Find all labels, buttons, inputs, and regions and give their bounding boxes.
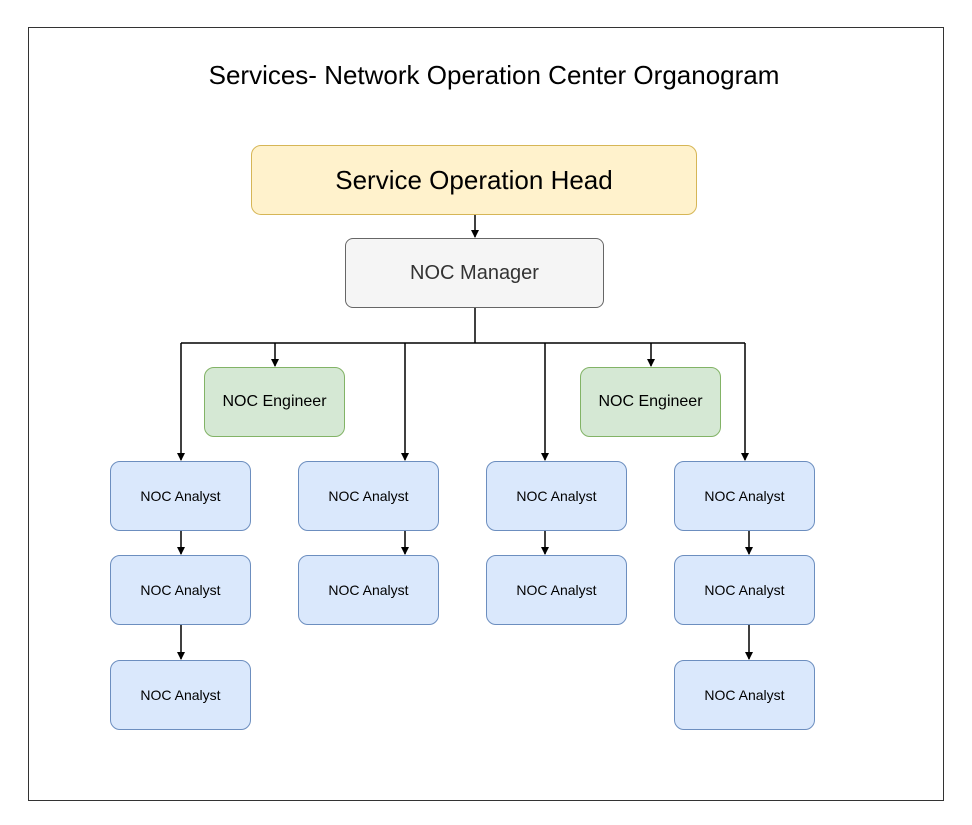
diagram-title: Services- Network Operation Center Organ… xyxy=(208,60,780,90)
noc-analyst-node: NOC Analyst xyxy=(486,555,627,625)
noc-analyst-node: NOC Analyst xyxy=(110,555,251,625)
noc-analyst-node: NOC Analyst xyxy=(674,555,815,625)
analyst-label: NOC Analyst xyxy=(704,687,785,703)
noc-analyst-node: NOC Analyst xyxy=(674,660,815,730)
noc-analyst-node: NOC Analyst xyxy=(486,461,627,531)
analyst-label: NOC Analyst xyxy=(328,488,409,504)
noc-analyst-node: NOC Analyst xyxy=(674,461,815,531)
noc-engineer-node-2: NOC Engineer xyxy=(580,367,721,437)
engineer-label: NOC Engineer xyxy=(222,393,327,410)
analyst-label: NOC Analyst xyxy=(140,687,221,703)
analyst-label: NOC Analyst xyxy=(140,488,221,504)
analyst-label: NOC Analyst xyxy=(704,582,785,598)
head-label: Service Operation Head xyxy=(335,164,613,195)
manager-label: NOC Manager xyxy=(410,261,539,284)
analyst-label: NOC Analyst xyxy=(516,488,597,504)
service-operation-head-node: Service Operation Head xyxy=(251,145,697,215)
noc-manager-node: NOC Manager xyxy=(345,238,604,308)
noc-engineer-node-1: NOC Engineer xyxy=(204,367,345,437)
engineer-label: NOC Engineer xyxy=(598,393,703,410)
analyst-label: NOC Analyst xyxy=(328,582,409,598)
noc-analyst-node: NOC Analyst xyxy=(110,461,251,531)
analyst-label: NOC Analyst xyxy=(704,488,785,504)
analyst-label: NOC Analyst xyxy=(516,582,597,598)
noc-analyst-node: NOC Analyst xyxy=(110,660,251,730)
analyst-label: NOC Analyst xyxy=(140,582,221,598)
noc-analyst-node: NOC Analyst xyxy=(298,555,439,625)
diagram-frame xyxy=(28,27,944,801)
noc-analyst-node: NOC Analyst xyxy=(298,461,439,531)
